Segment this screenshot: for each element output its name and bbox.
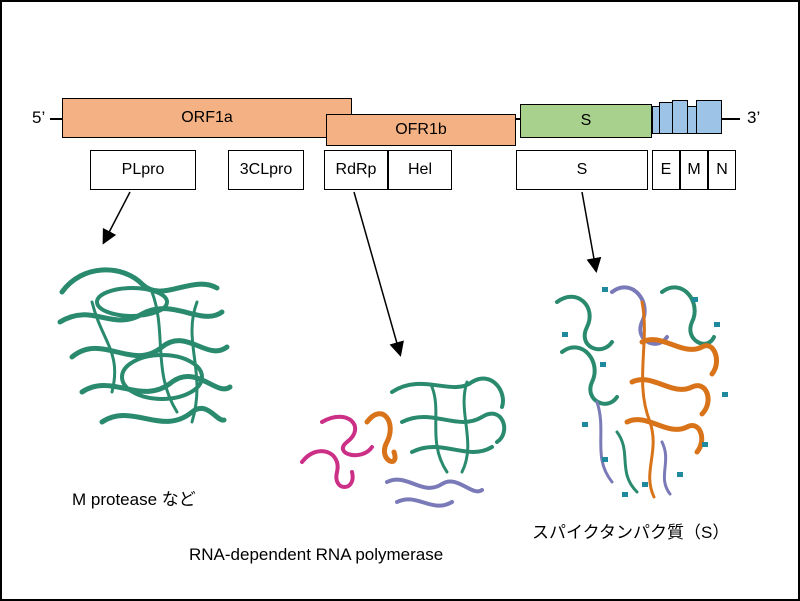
caption-spike: スパイクタンパク質（S） [532, 523, 730, 542]
arrow-spike [581, 191, 602, 273]
gene-s-label: S [580, 112, 592, 129]
protein-label-3clpro: 3CLpro [239, 161, 293, 178]
gene-orf1b-label: OFR1b [395, 121, 447, 138]
protein-box-3clpro: 3CLpro [228, 150, 304, 190]
protein-label-plpro: PLpro [121, 161, 165, 178]
arrow-rdrp [353, 191, 404, 357]
protein-label-rdrp: RdRp [335, 161, 377, 178]
protein-label-hel: Hel [407, 161, 432, 178]
protein-box-m: M [680, 150, 708, 190]
arrow-plpro [102, 191, 131, 245]
protein-box-rdrp: RdRp [324, 150, 388, 190]
plpro-structure-image [57, 267, 233, 425]
five-prime-label: 5’ [32, 108, 46, 127]
protein-label-n: N [716, 161, 728, 178]
accessory-orf-block [696, 100, 722, 134]
gene-orf1a-label: ORF1a [181, 109, 233, 126]
protein-box-e: E [652, 150, 680, 190]
caption-rdrp: RNA-dependent RNA polymerase [189, 545, 444, 564]
caption-plpro: M protease など [72, 490, 196, 509]
rdrp-structure-image [300, 376, 507, 508]
protein-label-e: E [660, 161, 672, 178]
protein-box-hel: Hel [388, 150, 452, 190]
protein-box-plpro: PLpro [90, 150, 196, 190]
protein-box-s: S [516, 150, 648, 190]
protein-box-n: N [708, 150, 736, 190]
spike-structure-image [555, 285, 728, 499]
gene-orf1b: OFR1b [326, 114, 516, 146]
gene-s: S [520, 104, 652, 138]
three-prime-label: 3’ [747, 108, 761, 127]
gene-orf1a: ORF1a [62, 98, 352, 138]
protein-label-s: S [576, 161, 588, 178]
protein-label-m: M [687, 161, 701, 178]
